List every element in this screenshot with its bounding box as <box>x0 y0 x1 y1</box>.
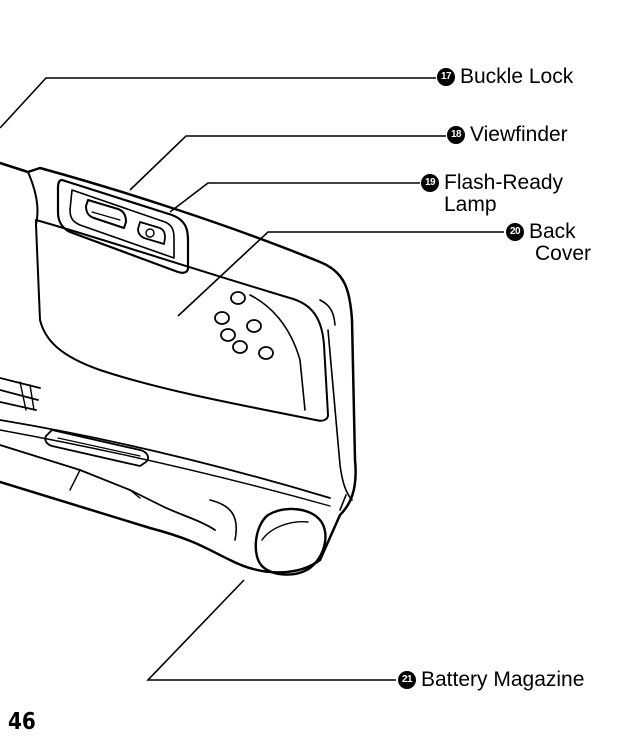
battery-magazine-shape <box>256 509 326 575</box>
callout-back-cover: 20 Back Cover <box>506 221 591 265</box>
callout-label: Viewfinder <box>470 124 568 146</box>
callout-number: 17 <box>437 68 455 86</box>
callout-label: Battery Magazine <box>421 669 584 691</box>
back-cover-panel <box>36 220 328 421</box>
leader-viewfinder <box>130 136 446 190</box>
callout-label: Buckle Lock <box>460 66 573 88</box>
callout-battery-magazine: 21 Battery Magazine <box>398 669 584 691</box>
flash-ready-lamp-shape <box>138 222 165 244</box>
leader-battery-magazine <box>148 580 396 680</box>
callout-label-line1: Flash-Ready <box>444 172 563 194</box>
leader-back-cover <box>178 232 504 316</box>
callout-buckle-lock: 17 Buckle Lock <box>437 66 573 88</box>
back-cover-dimples <box>215 292 273 359</box>
callout-label-group: Back Cover <box>529 221 591 265</box>
grip-slot <box>45 430 148 466</box>
callout-label-line2: Lamp <box>444 194 563 216</box>
callout-viewfinder: 18 Viewfinder <box>447 124 568 146</box>
viewfinder-eyepiece <box>86 200 126 228</box>
leader-flash-ready <box>170 183 420 212</box>
viewfinder-housing <box>58 180 188 273</box>
right-trim <box>328 330 352 500</box>
camera-top-edge <box>28 172 38 225</box>
callout-label-line2: Cover <box>529 243 591 265</box>
callout-label-line1: Back <box>529 221 591 243</box>
cover-ridge-right <box>320 300 335 325</box>
callout-number: 19 <box>421 174 439 192</box>
leader-buckle-lock <box>0 78 436 128</box>
page-number: 46 <box>8 707 36 735</box>
callout-number: 21 <box>398 671 416 689</box>
callout-flash-ready-lamp: 19 Flash-Ready Lamp <box>421 172 563 216</box>
callout-number: 18 <box>447 126 465 144</box>
callout-label-group: Flash-Ready Lamp <box>444 172 563 216</box>
callout-number: 20 <box>506 223 524 241</box>
